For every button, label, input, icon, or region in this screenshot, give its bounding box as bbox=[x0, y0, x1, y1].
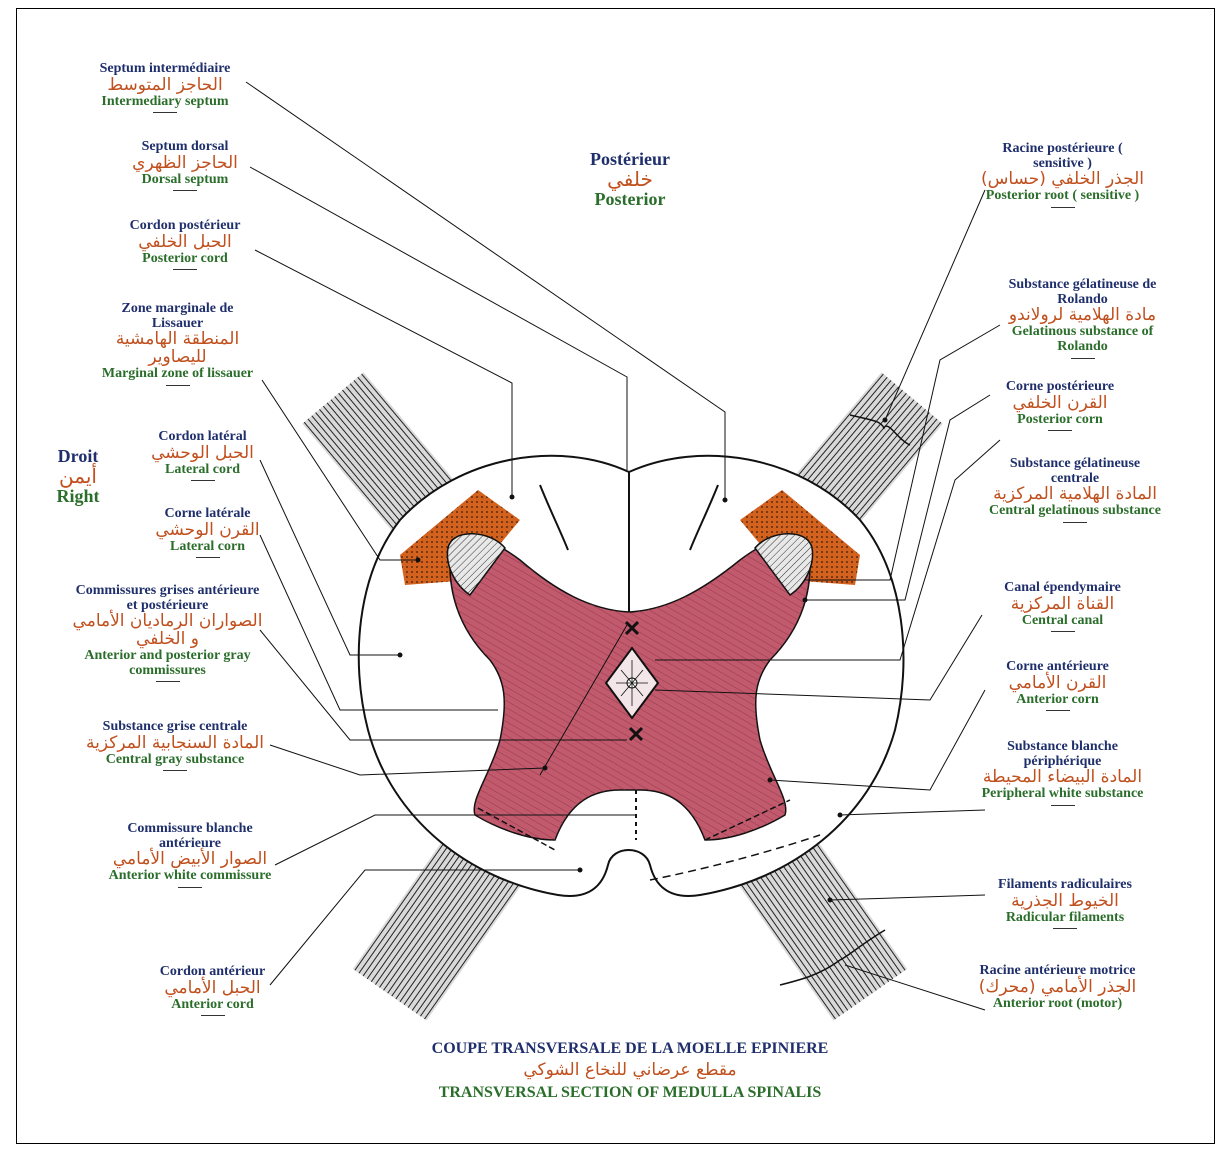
figure-caption: COUPE TRANSVERSALE DE LA MOELLE EPINIERE… bbox=[300, 1040, 960, 1102]
label-ar: القناة المركزية bbox=[980, 596, 1145, 614]
label-en: Posterior corn bbox=[980, 413, 1140, 428]
underline bbox=[173, 190, 197, 191]
label-ar: الحبل الأمامي bbox=[140, 980, 285, 998]
label-ar: الحبل الخلفي bbox=[105, 234, 265, 252]
label-fr: Substance gélatineuse de Rolando bbox=[985, 278, 1180, 307]
label-ar: المادة الهلامية المركزية bbox=[985, 486, 1165, 504]
label-racine-anterieure: Racine antérieure motrice الجذر الأمامي … bbox=[975, 964, 1140, 1011]
label-corne-laterale: Corne latérale القرن الوحشي Lateral corn bbox=[135, 507, 280, 558]
caption-en: TRANSVERSAL SECTION OF MEDULLA SPINALIS bbox=[300, 1084, 960, 1102]
label-zone-marginale: Zone marginale de Lissauer المنطقة الهام… bbox=[95, 302, 260, 386]
underline bbox=[1053, 928, 1077, 929]
posterior-en: Posterior bbox=[570, 190, 690, 209]
label-ar: مادة الهلامية لرولاندو bbox=[985, 307, 1180, 325]
label-en: Posterior root ( sensitive ) bbox=[980, 189, 1145, 204]
label-substance-blanche: Substance blanche périphérique المادة ال… bbox=[980, 740, 1145, 806]
caption-ar: مقطع عرضاني للنخاع الشوكي bbox=[300, 1062, 960, 1080]
label-cordon-lateral: Cordon latéral الحبل الوحشي Lateral cord bbox=[130, 430, 275, 481]
underline bbox=[1071, 358, 1095, 359]
label-fr: Commissure blanche antérieure bbox=[105, 822, 275, 851]
underline bbox=[156, 681, 180, 682]
label-en: Central gelatinous substance bbox=[985, 504, 1165, 519]
label-ar: الحاجز المتوسط bbox=[70, 77, 260, 95]
label-ar: الصواران الرماديان الأمامي و الخلفي bbox=[70, 613, 265, 649]
label-septum-intermediaire: Septum intermédiaire الحاجز المتوسط Inte… bbox=[70, 62, 260, 113]
label-en: Anterior root (motor) bbox=[975, 997, 1140, 1012]
label-ar: القرن الأمامي bbox=[975, 675, 1140, 693]
underline bbox=[1051, 805, 1075, 806]
right-en: Right bbox=[38, 487, 118, 506]
underline bbox=[166, 385, 190, 386]
underline bbox=[178, 887, 202, 888]
underline bbox=[1046, 710, 1070, 711]
label-fr: Zone marginale de Lissauer bbox=[95, 302, 260, 331]
underline bbox=[173, 269, 197, 270]
underline bbox=[1051, 207, 1075, 208]
label-ar: المادة البيضاء المحيطة bbox=[980, 769, 1145, 787]
caption-fr: COUPE TRANSVERSALE DE LA MOELLE EPINIERE bbox=[300, 1040, 960, 1058]
label-corne-anterieure: Corne antérieure القرن الأمامي Anterior … bbox=[975, 660, 1140, 711]
underline bbox=[191, 480, 215, 481]
label-en: Central gray substance bbox=[80, 753, 270, 768]
label-cordon-anterieur: Cordon antérieur الحبل الأمامي Anterior … bbox=[140, 965, 285, 1016]
label-ar: القرن الخلفي bbox=[980, 395, 1140, 413]
label-commissure-blanche: Commissure blanche antérieure الصوار الأ… bbox=[105, 822, 275, 888]
underline bbox=[201, 1015, 225, 1016]
label-racine-posterieure: Racine postérieure ( sensitive ) الجذر ا… bbox=[980, 142, 1145, 208]
label-ar: الحاجز الظهري bbox=[110, 155, 260, 173]
underline bbox=[1063, 522, 1087, 523]
label-en: Anterior and posterior gray commissures bbox=[70, 649, 265, 678]
label-ar: القرن الوحشي bbox=[135, 522, 280, 540]
underline bbox=[1051, 631, 1075, 632]
label-en: Intermediary septum bbox=[70, 95, 260, 110]
label-ar: الجذر الأمامي (محرك) bbox=[975, 979, 1140, 997]
orientation-right: Droit أيمن Right bbox=[38, 447, 118, 506]
posterior-ar: خلفي bbox=[570, 169, 690, 190]
label-canal-ependymaire: Canal épendymaire القناة المركزية Centra… bbox=[980, 581, 1145, 632]
label-ar: المادة السنجابية المركزية bbox=[80, 735, 270, 753]
label-en: Peripheral white substance bbox=[980, 787, 1145, 802]
underline bbox=[196, 557, 220, 558]
underline bbox=[163, 770, 187, 771]
label-gelatineuse-rolando: Substance gélatineuse de Rolando مادة ال… bbox=[985, 278, 1180, 359]
label-en: Lateral cord bbox=[130, 463, 275, 478]
label-septum-dorsal: Septum dorsal الحاجز الظهري Dorsal septu… bbox=[110, 140, 260, 191]
label-fr: Substance blanche périphérique bbox=[980, 740, 1145, 769]
label-en: Radicular filaments bbox=[980, 911, 1150, 926]
label-ar: الحبل الوحشي bbox=[130, 445, 275, 463]
label-en: Gelatinous substance of Rolando bbox=[985, 325, 1180, 354]
label-en: Dorsal septum bbox=[110, 173, 260, 188]
label-ar: الخيوط الجذرية bbox=[980, 893, 1150, 911]
label-en: Posterior cord bbox=[105, 252, 265, 267]
orientation-posterior: Postérieur خلفي Posterior bbox=[570, 150, 690, 209]
label-ar: المنطقة الهامشية لليصاوير bbox=[95, 331, 260, 367]
label-corne-posterieure: Corne postérieure القرن الخلفي Posterior… bbox=[980, 380, 1140, 431]
label-filaments-radiculaires: Filaments radiculaires الخيوط الجذرية Ra… bbox=[980, 878, 1150, 929]
label-en: Anterior corn bbox=[975, 693, 1140, 708]
label-fr: Commissures grises antérieure et postéri… bbox=[70, 584, 265, 613]
underline bbox=[1048, 430, 1072, 431]
label-gelatineuse-centrale: Substance gélatineuse centrale المادة ال… bbox=[985, 457, 1165, 523]
underline bbox=[153, 112, 177, 113]
label-en: Marginal zone of lissauer bbox=[95, 367, 260, 382]
right-ar: أيمن bbox=[38, 466, 118, 487]
label-fr: Substance gélatineuse centrale bbox=[985, 457, 1165, 486]
label-fr: Racine postérieure ( sensitive ) bbox=[980, 142, 1145, 171]
label-substance-grise-centrale: Substance grise centrale المادة السنجابي… bbox=[80, 720, 270, 771]
label-en: Lateral corn bbox=[135, 540, 280, 555]
label-en: Anterior white commissure bbox=[105, 869, 275, 884]
label-ar: الصوار الأبيض الأمامي bbox=[105, 851, 275, 869]
label-cordon-posterieur: Cordon postérieur الحبل الخلفي Posterior… bbox=[105, 219, 265, 270]
label-en: Central canal bbox=[980, 614, 1145, 629]
label-commissures-grises: Commissures grises antérieure et postéri… bbox=[70, 584, 265, 682]
label-en: Anterior cord bbox=[140, 998, 285, 1013]
label-ar: الجذر الخلفي (حساس) bbox=[980, 171, 1145, 189]
